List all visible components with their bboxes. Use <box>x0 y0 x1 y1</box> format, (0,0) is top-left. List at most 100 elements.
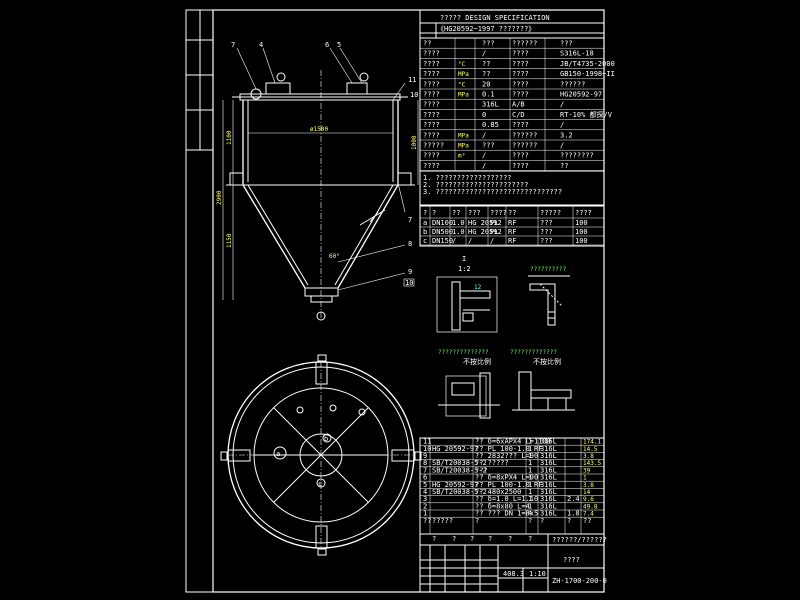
bom-cell: 2.4 <box>567 495 580 503</box>
bom-cell: 316L <box>540 466 557 474</box>
nozzle-cell: / <box>468 237 472 245</box>
spec-cell: / <box>560 101 564 109</box>
part-label: 10 <box>410 91 418 99</box>
bom-cell: 316L <box>540 459 557 467</box>
spec-cell: GB150-1998~II <box>560 70 615 78</box>
bom-cell: ?? ????? <box>475 459 509 467</box>
bom-cell: 1 <box>528 445 532 453</box>
spec-cell: ?? <box>423 40 431 48</box>
bom-cell: 316L <box>540 481 557 489</box>
not-to-scale-c: 不按比例 <box>533 357 561 366</box>
diameter-dimension: ø1500 <box>310 126 328 133</box>
notes-list: 1. ??????????????????2. ????????????????… <box>423 174 562 196</box>
bom-header-cell: ? <box>567 517 571 525</box>
spec-cell: ?????? <box>512 142 537 150</box>
spec-cell: RT-10% 都探/V <box>560 110 613 119</box>
bom-cell: 4 <box>528 510 532 518</box>
bom-cell: 10 <box>423 445 431 453</box>
spec-cell: MPa <box>458 132 469 139</box>
bom-cell: 11 <box>423 438 431 446</box>
weight-value: 408.3 <box>503 570 524 578</box>
nozzle-header-cell: ???? <box>490 209 507 217</box>
nozzle-cell: a <box>423 219 427 227</box>
spec-cell: MPa <box>458 71 469 78</box>
bom-cell: 5 <box>423 481 427 489</box>
part-label: 7 <box>408 216 412 224</box>
nozzle-cell: RF <box>508 228 516 236</box>
grid-mark: ? <box>488 535 492 543</box>
bom-cell: ?? PL 100-1.0 RF <box>475 481 542 489</box>
note-line: 3. ?????????????????????????????? <box>423 188 562 196</box>
bom-cell: 39 <box>583 467 591 474</box>
spec-cell: ???? <box>423 152 440 160</box>
spec-cell: ?????? <box>512 131 537 139</box>
lower-height-dimension: 1150 <box>226 233 233 248</box>
spec-reference: 《HG20592~1997 ???????》 <box>437 25 535 33</box>
side-dimension: 1000 <box>411 135 418 150</box>
bom-header-cell: ?? <box>423 517 431 525</box>
bom-header-cell: ? <box>475 517 479 525</box>
bom-cell: 316L <box>540 488 557 496</box>
spec-rows: ??????????????????/????S316L-18????°C???… <box>420 38 615 171</box>
bom-cell: ?? 480x2500 <box>475 488 521 496</box>
bom-cell: 6 <box>423 474 427 482</box>
spec-cell: ???? <box>423 121 440 129</box>
bom-cell: SB/T20038-5-2 <box>432 488 487 496</box>
nozzle-cell: 100 <box>575 237 588 245</box>
bom-cell: 1 <box>528 481 532 489</box>
bom-header-cell: ? <box>540 517 544 525</box>
part-label: 8 <box>408 240 412 248</box>
bom-cell: 2 <box>423 502 427 510</box>
nozzle-header-cell: ? <box>423 209 427 217</box>
detail-c-title: ????????????? <box>510 349 557 356</box>
detail-b-title: ?????????????? <box>438 349 489 356</box>
bom-cell: 316L <box>540 445 557 453</box>
spec-cell: 3.2 <box>560 131 573 139</box>
spec-cell: ???? <box>423 131 440 139</box>
spec-cell: 0.1 <box>482 91 495 99</box>
section-mark: I <box>462 255 466 263</box>
sheet-frame <box>185 9 605 593</box>
nozzle-header-cell: ?? <box>452 209 460 217</box>
bom-cell: 1.8 <box>567 510 580 518</box>
nozzle-cell: 1.0 <box>452 219 465 227</box>
detail-views: I 1:2 12 ?????????? ?????????????? ?????… <box>436 255 575 419</box>
notes-block: 1. ??????????????????2. ????????????????… <box>419 170 605 206</box>
bom-cell: 1 <box>528 495 532 503</box>
bom-cell: 1 <box>528 452 532 460</box>
nozzle-cell: DN500 <box>432 228 453 236</box>
project-name: ??????/?????? <box>552 536 607 544</box>
spec-cell: ???????? <box>560 152 594 160</box>
spec-cell: HG20592-97 <box>560 91 602 99</box>
drawing-name: ???? <box>563 556 580 564</box>
spec-cell: JB/T4735-2000 <box>560 60 615 68</box>
nozzle-mark: c <box>318 480 322 488</box>
nozzle-cell: / <box>452 237 456 245</box>
nozzle-cell: c <box>423 237 427 245</box>
bom-cell: 316L <box>540 438 557 446</box>
spec-cell: 0.85 <box>482 121 499 129</box>
bom-cell: ?? ??? DN 1=8x5 <box>475 510 538 518</box>
bom-cell: HG 20592-97 <box>432 445 478 453</box>
part-label: 11 <box>408 76 416 84</box>
bom-cell: 1 <box>528 502 532 510</box>
spec-cell: m³ <box>458 153 465 160</box>
spec-cell: ??? <box>482 142 495 150</box>
nozzle-cell: HG 20592 <box>468 228 502 236</box>
spec-cell: ???? <box>512 70 529 78</box>
nozzle-cell: ??? <box>540 219 553 227</box>
total-height-dimension: 2900 <box>216 190 223 205</box>
spec-cell: ???? <box>512 152 529 160</box>
spec-cell: / <box>560 121 564 129</box>
bom-cell: 3.8 <box>583 453 594 460</box>
spec-cell: ???? <box>423 80 440 88</box>
nozzle-cell: RF <box>508 219 516 227</box>
bom-cell: 1 <box>528 459 532 467</box>
spec-cell: ???? <box>512 121 529 129</box>
nozzle-header-cell: ?? <box>508 209 516 217</box>
nozzle-cell: b <box>423 228 427 236</box>
bom-cell: 316L <box>540 502 557 510</box>
